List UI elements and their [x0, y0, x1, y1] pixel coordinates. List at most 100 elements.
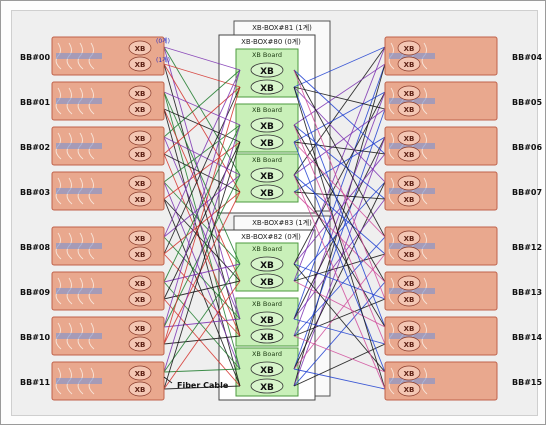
- bb-xb-chip: [397, 381, 421, 397]
- fiber-cable-line: [293, 136, 386, 387]
- bb-xb-chip: [397, 130, 421, 146]
- bb-xb-chip-label: XB: [404, 341, 415, 349]
- bb-node-label: BB#11: [20, 378, 50, 387]
- fiber-cable-line: [293, 253, 386, 282]
- fiber-cable-line: [163, 69, 241, 328]
- fiber-cable-line: [293, 153, 386, 265]
- xb-board-title: XB Board: [252, 106, 282, 114]
- fiber-cable-line: [293, 141, 386, 238]
- bb-xb-chip-label: XB: [135, 386, 146, 394]
- bb-xb-chip: [397, 291, 421, 307]
- fiber-cable-line: [293, 236, 386, 337]
- bb-xb-chip: [397, 320, 421, 336]
- fiber-cable-line: [163, 69, 241, 138]
- fiber-cable-line: [163, 318, 241, 328]
- xb-chip: [250, 134, 284, 150]
- bb-xb-chip: [128, 230, 152, 246]
- port-tag-0: (0계): [156, 37, 170, 45]
- bb-xb-chip-label: XB: [404, 135, 415, 143]
- fiber-cable-line: [163, 281, 241, 370]
- port-tag-1: (1계): [156, 56, 170, 64]
- xb-board-title: XB Board: [252, 300, 282, 308]
- bb-board-bus: [389, 378, 435, 384]
- fiber-cable-line: [293, 174, 386, 390]
- fiber-cable-line: [293, 63, 386, 126]
- fiber-cable-line: [163, 263, 241, 283]
- fiber-cable-line: [293, 86, 386, 328]
- bb-xb-chip: [397, 146, 421, 162]
- bb-node-label: BB#10: [20, 333, 50, 342]
- xb-chip-label: XB: [260, 278, 274, 288]
- bb-xb-chip: [128, 130, 152, 146]
- fiber-cable-line: [163, 63, 241, 88]
- bb-board-bus: [389, 188, 435, 194]
- bb-xb-chip-label: XB: [404, 235, 415, 243]
- bb-xb-chip: [397, 175, 421, 191]
- bb-xb-chip: [397, 275, 421, 291]
- fiber-cable-line: [293, 69, 386, 155]
- bb-node-label: BB#02: [20, 143, 50, 152]
- xb-chip: [250, 311, 284, 327]
- bb-xb-chip-label: XB: [404, 280, 415, 288]
- bb-board-bus: [389, 98, 435, 104]
- fiber-cable-line: [293, 141, 386, 373]
- bb-xb-chip-label: XB: [404, 386, 415, 394]
- bb-xb-chip: [128, 85, 152, 101]
- xb-chip-label: XB: [260, 261, 274, 271]
- xb-board-title: XB Board: [252, 245, 282, 253]
- bb-xb-chip-label: XB: [135, 251, 146, 259]
- bb-board-bus: [56, 188, 102, 194]
- bb-node-label: BB#07: [512, 188, 542, 197]
- bb-xb-chip: [397, 191, 421, 207]
- bb-board-bus: [389, 53, 435, 59]
- bb-xb-chip-label: XB: [135, 61, 146, 69]
- fiber-cable-line: [293, 198, 386, 320]
- xb-box-inner-title: XB-BOX#82 (0계): [241, 232, 301, 241]
- bb-xb-chip-label: XB: [135, 90, 146, 98]
- fiber-cable-line: [293, 136, 386, 193]
- bb-board-bus: [389, 333, 435, 339]
- xb-chip-label: XB: [260, 316, 274, 326]
- bb-board-bus: [56, 98, 102, 104]
- bb-board-bus: [389, 288, 435, 294]
- bb-board-bus: [389, 243, 435, 249]
- fiber-cable-line: [293, 343, 386, 387]
- bb-node-label: BB#06: [512, 143, 542, 152]
- fiber-cable-line: [163, 124, 241, 373]
- fiber-cable-line: [163, 385, 241, 390]
- bb-node-label: BB#03: [20, 188, 50, 197]
- fiber-cable-line: [163, 46, 241, 71]
- fiber-cable-line: [293, 335, 386, 373]
- bb-xb-chip-label: XB: [404, 180, 415, 188]
- fiber-cable-line: [293, 191, 386, 200]
- xb-connection-diagram: XB-BOX#81 (1계)XB-BOX#80 (0계)XB-BOX#83 (1…: [20, 20, 542, 401]
- fiber-cable-line: [293, 281, 386, 387]
- bb-board-bus: [389, 143, 435, 149]
- xb-chip-label: XB: [260, 366, 274, 376]
- fiber-cable-line: [163, 63, 241, 193]
- xb-chip-label: XB: [260, 172, 274, 182]
- fiber-cable-line: [163, 86, 241, 345]
- bb-xb-chip-label: XB: [135, 341, 146, 349]
- bb-xb-chip-label: XB: [135, 151, 146, 159]
- xb-chip-label: XB: [260, 333, 274, 343]
- bb-xb-chip: [128, 291, 152, 307]
- xb-chip-label: XB: [260, 189, 274, 199]
- xb-chip: [250, 256, 284, 272]
- xb-chip: [250, 328, 284, 344]
- xb-chip-label: XB: [260, 383, 274, 393]
- fiber-cable-line: [163, 86, 241, 255]
- bb-xb-chip: [128, 381, 152, 397]
- bb-node-label: BB#14: [512, 333, 542, 342]
- fiber-cable-line: [293, 108, 386, 176]
- xb-chip-label: XB: [260, 139, 274, 149]
- xb-board-title: XB Board: [252, 156, 282, 164]
